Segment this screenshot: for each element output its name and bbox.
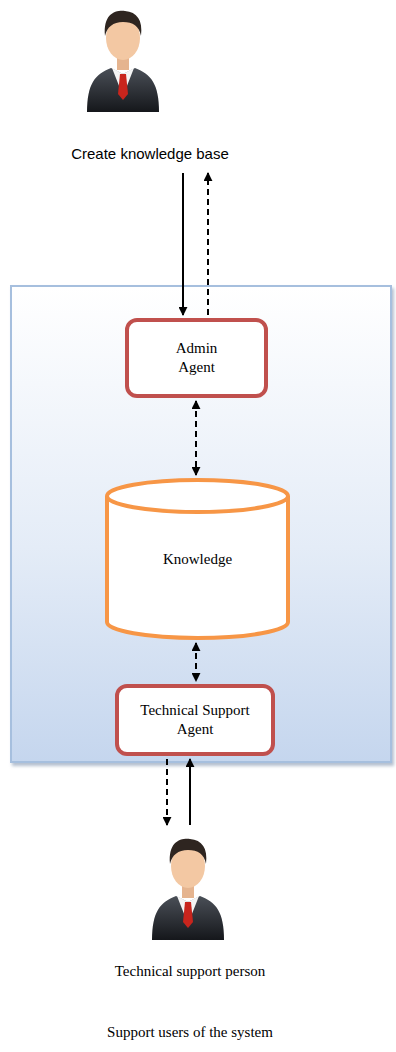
tie <box>118 74 128 100</box>
agent-box: Admin Agent <box>125 318 268 398</box>
connector-arrow <box>207 173 209 315</box>
connector-arrow <box>182 173 184 315</box>
tie <box>183 902 193 928</box>
node-text: Technical Support Agent <box>129 701 261 739</box>
hair <box>170 839 207 864</box>
database-cylinder: Knowledge <box>105 478 290 640</box>
hair <box>105 11 142 36</box>
connector-arrow <box>166 759 168 825</box>
person-icon <box>148 828 228 940</box>
suit <box>152 896 224 940</box>
node-text: Admin Agent <box>162 339 232 377</box>
actor: Create knowledge base <box>60 0 240 170</box>
footnote-text: Support users of the system <box>107 1024 273 1041</box>
node-text: Knowledge <box>163 551 232 568</box>
person-icon <box>83 0 163 112</box>
connector-arrow <box>195 643 197 681</box>
actor-caption: Technical support person <box>113 963 268 980</box>
actor: Technical support person <box>95 828 285 988</box>
actor-caption: Create knowledge base <box>69 145 231 162</box>
agent-box: Technical Support Agent <box>115 684 275 756</box>
connector-arrow <box>195 401 197 475</box>
connector-arrow <box>189 759 191 825</box>
suit <box>87 68 159 112</box>
